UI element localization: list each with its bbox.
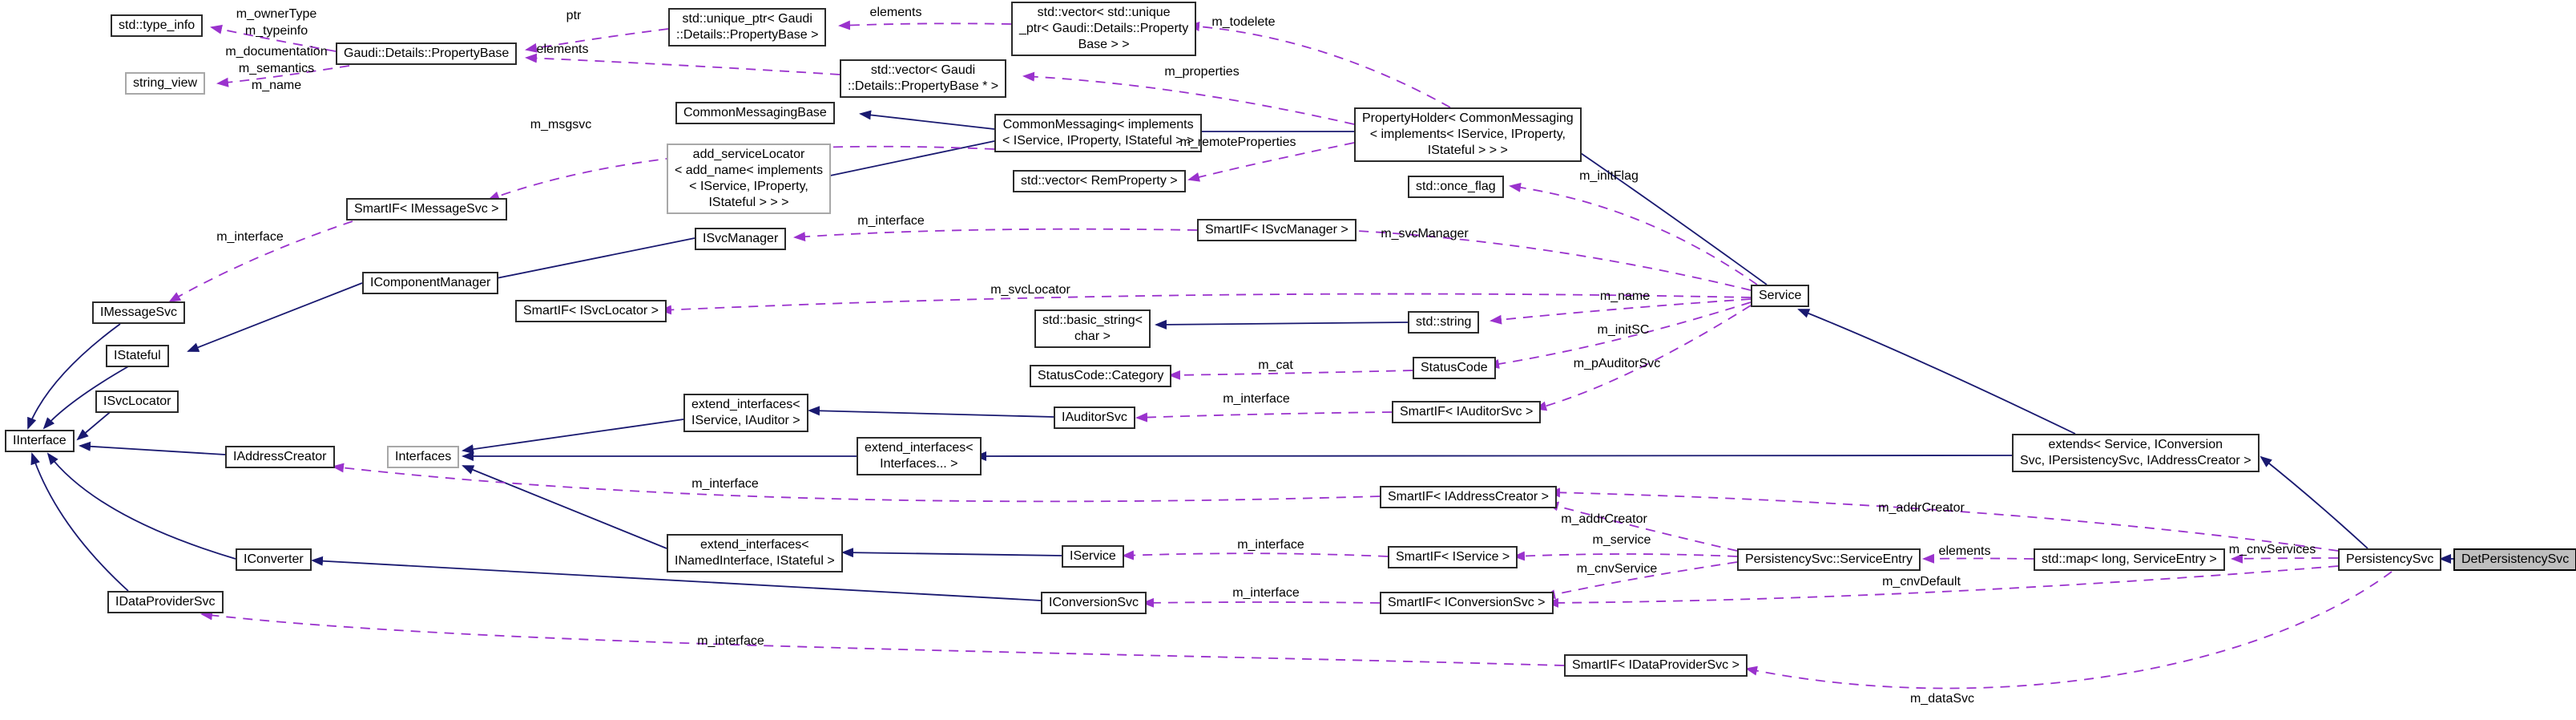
node-std-type-info[interactable]: std::type_info (111, 14, 204, 37)
edge-usage-std-vector-propertybase-ptr-to-gaudi-details-propertybase (525, 53, 841, 75)
edge-inheritance-persistencysvc-to-extends-service (2260, 455, 2368, 549)
node-statuscode-category[interactable]: StatusCode::Category (1030, 365, 1172, 387)
node-std-map-long-serviceentry[interactable]: std::map< long, ServiceEntry > (2034, 548, 2225, 571)
node-string-view[interactable]: string_view (125, 72, 206, 95)
node-persistencysvc-serviceentry[interactable]: PersistencySvc::ServiceEntry (1737, 548, 1921, 571)
node-smartif-iaddresscreator[interactable]: SmartIF< IAddressCreator > (1380, 486, 1557, 508)
node-persistencysvc[interactable]: PersistencySvc (2338, 548, 2442, 571)
edge-usage-smartif-isvcmanager-to-isvcmanager (793, 228, 1198, 242)
edge-inheritance-std-string-to-std-basic-string (1155, 319, 1409, 330)
node-iinterface[interactable]: IInterface (5, 430, 75, 452)
edge-inheritance-extends-service-to-service (1797, 309, 2076, 435)
edge-inheritance-commonmessaging-to-add-servicelocator (817, 140, 995, 181)
edge-usage-gaudi-details-propertybase-to-std-type-info (210, 24, 337, 52)
edge-inheritance-iaddresscreator-to-iinterface (79, 441, 226, 455)
edge-usage-std-unique-ptr-propertybase-to-gaudi-details-propertybase (525, 28, 669, 53)
node-extends-service[interactable]: extends< Service, IConversion Svc, IPers… (2012, 434, 2260, 472)
node-commonmessaging[interactable]: CommonMessaging< implements < IService, … (994, 114, 1203, 152)
node-smartif-iservice[interactable]: SmartIF< IService > (1388, 546, 1518, 568)
edge-usage-smartif-idataprovidersvc-to-idataprovidersvc (200, 610, 1565, 666)
node-detpersistencysvc: DetPersistencySvc (2453, 548, 2576, 571)
edge-inheritance-idataprovidersvc-to-iinterface (30, 452, 129, 592)
node-smartif-iconversionsvc[interactable]: SmartIF< IConversionSvc > (1380, 592, 1554, 614)
edge-usage-propertyholder-to-std-vector-propertybase-ptr (1022, 71, 1355, 125)
node-icomponentmanager[interactable]: IComponentManager (362, 272, 499, 294)
edge-inheritance-icomponentmanager-to-istateful (187, 282, 363, 352)
node-statuscode[interactable]: StatusCode (1413, 357, 1496, 379)
node-smartif-iauditorsvc[interactable]: SmartIF< IAuditorSvc > (1392, 401, 1542, 423)
edge-usage-service-to-smartif-isvclocator (659, 293, 1752, 315)
edge-inheritance-extend-interfaces-inamed-to-interfaces (462, 465, 667, 549)
node-smartif-isvclocator[interactable]: SmartIF< ISvcLocator > (515, 300, 667, 322)
node-service[interactable]: Service (1751, 285, 1810, 307)
edge-usage-std-vector-unique-ptr-to-std-unique-ptr-propertybase (838, 20, 1012, 30)
node-extend-interfaces-inamed[interactable]: extend_interfaces< INamedInterface, ISta… (667, 534, 843, 572)
edge-inheritance-extends-service-to-extend-interfaces-dots (974, 451, 2013, 461)
node-extend-interfaces-iservice-iauditor[interactable]: extend_interfaces< IService, IAuditor > (683, 394, 808, 432)
node-smartif-idataprovidersvc[interactable]: SmartIF< IDataProviderSvc > (1564, 654, 1748, 677)
edge-usage-persistencysvc-serviceentry-to-smartif-iconversionsvc (1543, 561, 1738, 600)
edge-usage-persistencysvc-to-smartif-iconversionsvc (1546, 565, 2339, 608)
node-std-vector-unique-ptr[interactable]: std::vector< std::unique _ptr< Gaudi::De… (1011, 2, 1197, 56)
edge-inheritance-iservice-to-extend-interfaces-inamed (841, 548, 1062, 558)
edge-usage-std-map-long-serviceentry-to-persistencysvc-serviceentry (1922, 553, 2034, 564)
edge-usage-smartif-imessagesvc-to-imessagesvc (168, 220, 353, 302)
edge-usage-propertyholder-to-std-vector-unique-ptr (1187, 22, 1451, 108)
node-iaddresscreator[interactable]: IAddressCreator (225, 446, 335, 468)
edge-usage-service-to-smartif-isvcmanager (1341, 225, 1752, 291)
edge-inheritance-iconversionsvc-to-iconverter (311, 556, 1042, 601)
edge-inheritance-extend-interfaces-iservice-iauditor-to-interfaces (462, 419, 684, 455)
edge-usage-persistencysvc-to-std-map-long-serviceentry (2231, 553, 2339, 564)
edge-inheritance-service-to-propertyholder (1557, 136, 1768, 285)
edge-inheritance-commonmessaging-to-commonmessagingbase (859, 110, 995, 130)
edge-usage-smartif-iconversionsvc-to-iconversionsvc (1142, 597, 1381, 608)
node-propertyholder[interactable]: PropertyHolder< CommonMessaging < implem… (1354, 107, 1582, 162)
edge-usage-smartif-iauditorsvc-to-iauditorsvc (1135, 411, 1393, 423)
node-iconverter[interactable]: IConverter (236, 548, 312, 571)
node-std-once-flag[interactable]: std::once_flag (1408, 176, 1504, 198)
edge-usage-service-to-smartif-iauditorsvc (1534, 305, 1752, 411)
edge-usage-propertyholder-to-std-vector-remproperty (1187, 142, 1355, 182)
node-smartif-imessagesvc[interactable]: SmartIF< IMessageSvc > (346, 198, 507, 220)
edge-usage-smartif-iservice-to-iservice (1122, 550, 1389, 560)
node-extend-interfaces-dots[interactable]: extend_interfaces< Interfaces... > (857, 437, 982, 475)
node-iservice[interactable]: IService (1062, 545, 1124, 568)
node-std-unique-ptr-propertybase[interactable]: std::unique_ptr< Gaudi ::Details::Proper… (668, 8, 827, 47)
edge-usage-service-to-statuscode (1487, 301, 1752, 369)
node-std-string[interactable]: std::string (1408, 311, 1480, 334)
edge-usage-persistencysvc-to-smartif-iaddresscreator (1548, 487, 2339, 552)
node-iconversionsvc[interactable]: IConversionSvc (1041, 592, 1147, 614)
edge-usage-smartif-iaddresscreator-to-iaddresscreator (332, 463, 1381, 503)
edge-usage-persistencysvc-serviceentry-to-smartif-iservice (1513, 551, 1738, 561)
node-iauditorsvc[interactable]: IAuditorSvc (1054, 407, 1135, 429)
edge-inheritance-iauditorsvc-to-extend-interfaces-iservice-iauditor (808, 406, 1054, 418)
edge-inheritance-imessagesvc-to-iinterface (27, 323, 121, 430)
node-smartif-isvcmanager[interactable]: SmartIF< ISvcManager > (1197, 219, 1357, 241)
node-isvclocator[interactable]: ISvcLocator (95, 390, 179, 413)
node-gaudi-details-propertybase[interactable]: Gaudi::Details::PropertyBase (336, 42, 518, 65)
node-idataprovidersvc[interactable]: IDataProviderSvc (107, 591, 224, 613)
node-add-servicelocator[interactable]: add_serviceLocator < add_name< implement… (667, 144, 831, 214)
node-istateful[interactable]: IStateful (106, 345, 169, 367)
edge-inheritance-isvcmanager-to-icomponentmanager (483, 237, 695, 284)
edge-usage-persistencysvc-to-smartif-idataprovidersvc (1745, 571, 2393, 690)
edge-inheritance-iconverter-to-iinterface (46, 452, 236, 560)
node-std-vector-remproperty[interactable]: std::vector< RemProperty > (1013, 170, 1186, 192)
node-isvcmanager[interactable]: ISvcManager (695, 228, 787, 250)
edge-inheritance-istateful-to-iinterface (42, 365, 131, 430)
node-std-vector-propertybase-ptr[interactable]: std::vector< Gaudi ::Details::PropertyBa… (840, 59, 1007, 98)
edge-usage-service-to-std-once-flag (1509, 182, 1758, 285)
node-interfaces[interactable]: Interfaces (387, 446, 460, 468)
edge-usage-service-to-std-string (1490, 298, 1752, 325)
node-imessagesvc[interactable]: IMessageSvc (92, 301, 186, 324)
node-std-basic-string[interactable]: std::basic_string< char > (1034, 309, 1151, 348)
edge-usage-persistencysvc-serviceentry-to-smartif-iaddresscreator (1546, 501, 1738, 552)
node-commonmessagingbase[interactable]: CommonMessagingBase (675, 102, 835, 124)
edge-usage-statuscode-to-statuscode-category (1168, 370, 1413, 380)
edge-usage-gaudi-details-propertybase-to-string-view (216, 65, 350, 87)
